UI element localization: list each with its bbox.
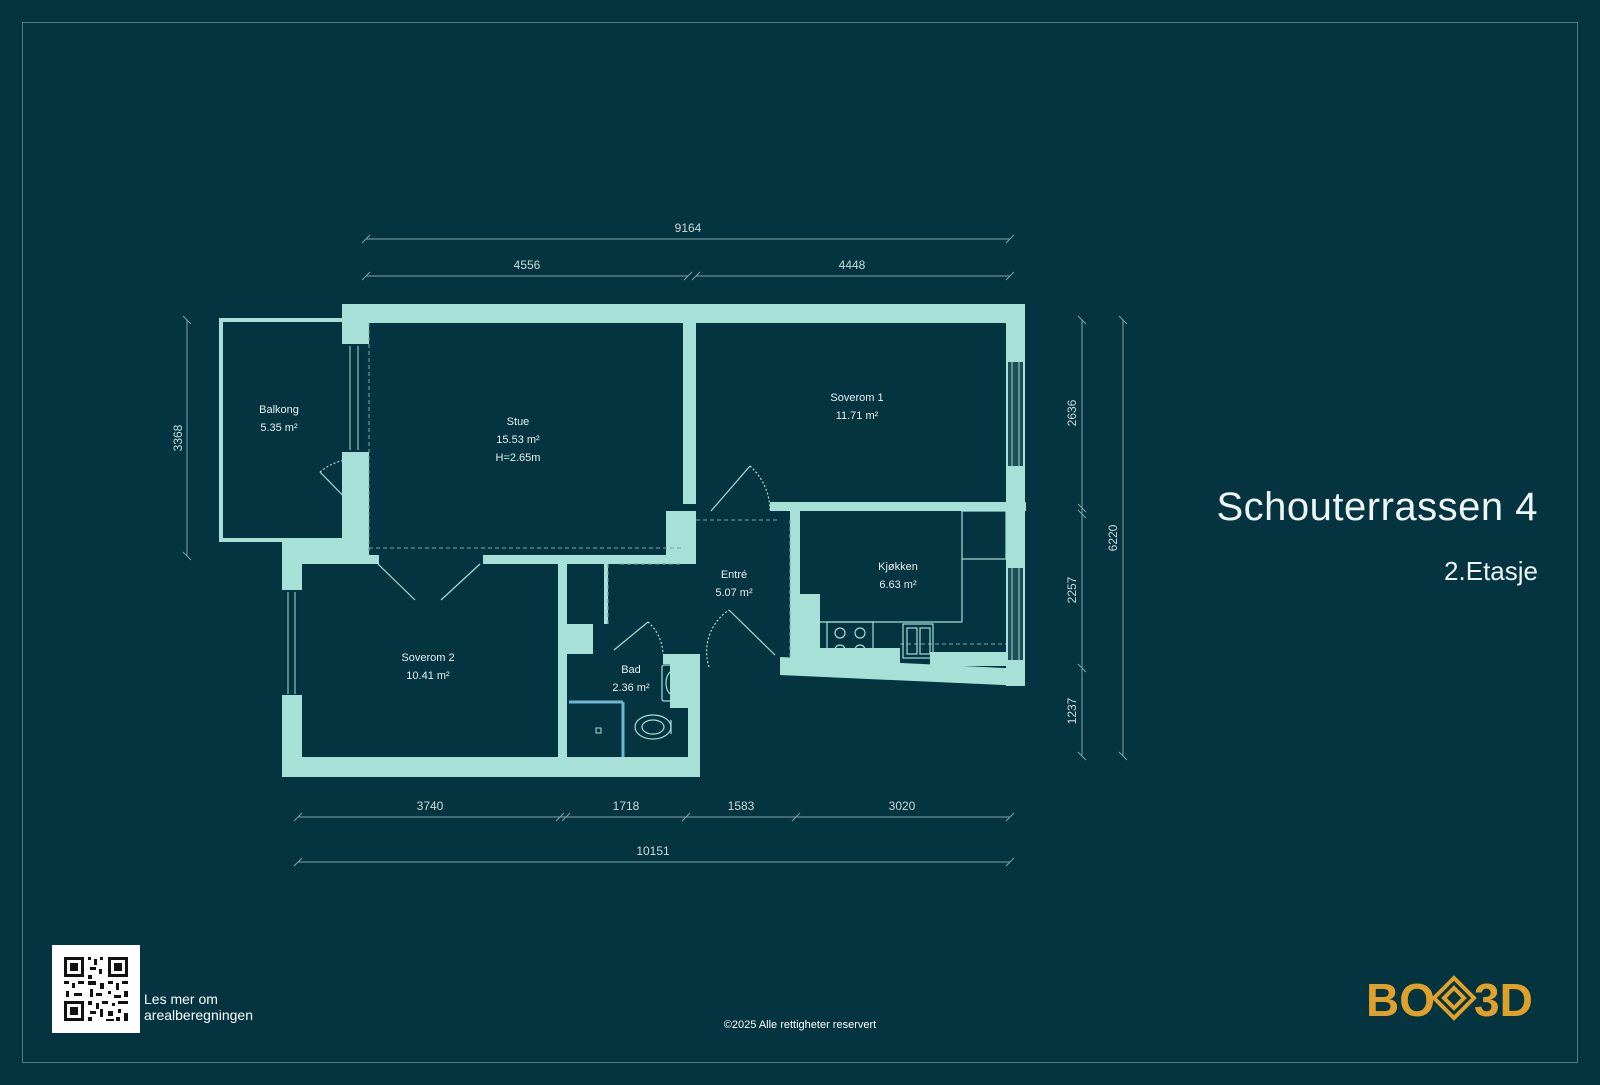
room-stue-name: Stue <box>507 416 530 428</box>
window-gaps <box>284 346 1023 694</box>
dim-bottom-1: 3740 <box>417 799 444 813</box>
room-bad-area: 2.36 m² <box>612 682 650 694</box>
room-stue-area: 15.53 m² <box>496 434 540 446</box>
room-stue-height: H=2.65m <box>496 452 541 464</box>
dim-top-total: 9164 <box>675 221 702 235</box>
dim-top-left: 4556 <box>514 258 541 272</box>
room-balkong-name: Balkong <box>259 404 299 416</box>
doors <box>319 459 776 668</box>
walls <box>219 304 1026 777</box>
qr-caption-line2: arealberegningen <box>144 1007 253 1023</box>
kitchen-fixtures <box>800 510 1007 661</box>
logo-diamond-icon <box>1431 975 1477 1021</box>
area-boundaries <box>368 323 1006 657</box>
room-bad-name: Bad <box>621 664 641 676</box>
qr-code-icon <box>64 957 128 1021</box>
dim-left-height: 3368 <box>171 424 185 451</box>
room-kjokken-area: 6.63 m² <box>879 579 917 591</box>
dim-bottom-2: 1718 <box>613 799 640 813</box>
dim-bottom-total: 10151 <box>636 844 670 858</box>
dim-right-middle: 2257 <box>1065 576 1079 603</box>
floor-label: 2.Etasje <box>1444 556 1538 586</box>
room-soverom1-name: Soverom 1 <box>830 392 883 404</box>
room-entre-area: 5.07 m² <box>715 587 753 599</box>
bathroom-fixtures <box>634 664 685 740</box>
qr-code[interactable] <box>52 945 140 1033</box>
dim-right-lower: 1237 <box>1065 697 1079 724</box>
dim-bottom-3: 1583 <box>728 799 755 813</box>
dim-right-upper: 2636 <box>1065 399 1079 426</box>
room-soverom2-name: Soverom 2 <box>401 652 454 664</box>
shower-drain <box>595 727 602 734</box>
dim-bottom-4: 3020 <box>889 799 916 813</box>
qr-caption: Les mer om arealberegningen <box>144 991 253 1023</box>
window-panes <box>287 346 1020 694</box>
room-entre-name: Entré <box>721 569 747 581</box>
room-soverom1-area: 11.71 m² <box>836 410 879 422</box>
room-balkong-area: 5.35 m² <box>260 422 298 434</box>
dim-right-total: 6220 <box>1106 524 1120 551</box>
logo-text-left: BO <box>1366 974 1435 1024</box>
bo3d-logo: BO 3D <box>1366 974 1533 1024</box>
dimension-lines <box>182 234 1128 867</box>
room-soverom2-area: 10.41 m² <box>406 670 450 682</box>
property-title: Schouterrassen 4 <box>1216 485 1538 529</box>
windows <box>287 346 1020 694</box>
page-border <box>22 22 1578 1063</box>
logo-text-right: 3D <box>1474 974 1533 1024</box>
qr-caption-line1: Les mer om <box>144 991 218 1007</box>
room-kjokken-name: Kjøkken <box>878 561 918 573</box>
dim-top-right: 4448 <box>839 258 866 272</box>
shower <box>569 700 625 757</box>
copyright: ©2025 Alle rettigheter reservert <box>723 1019 877 1031</box>
